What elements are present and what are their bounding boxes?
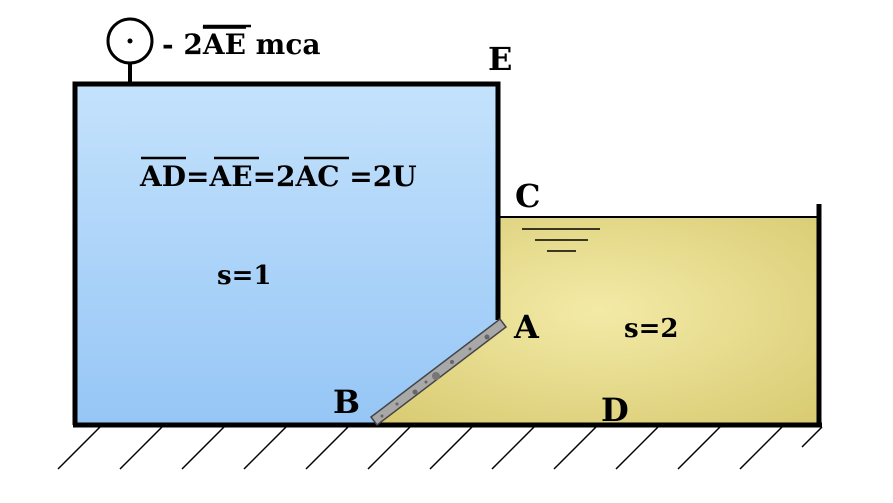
relation-term-ac: AC	[295, 160, 340, 193]
gate-ab	[369, 317, 508, 427]
left-tank-label: s=1	[217, 261, 272, 291]
gauge-reading: - 2AE mca	[162, 28, 321, 61]
point-label-c: C	[515, 177, 540, 215]
ground-hatching	[57, 426, 823, 470]
point-label-a: A	[513, 308, 540, 346]
free-surface-symbol	[522, 228, 600, 252]
point-label-e: E	[488, 40, 512, 78]
right-tank-label: s=2	[624, 314, 679, 344]
point-label-d: D	[601, 391, 629, 429]
relation-term-ad: AD	[139, 160, 186, 193]
gauge-reading-value: - 2	[162, 28, 203, 61]
relation-text: AD=AE=2AC =2U	[139, 160, 417, 193]
point-label-b: B	[333, 383, 360, 421]
left-tank-wall	[72, 81, 501, 425]
gauge-reading-unit: mca	[246, 28, 321, 61]
left-tank-fluid	[75, 84, 498, 425]
tank-walls	[72, 81, 822, 428]
gauge-reading-over: AE	[202, 28, 246, 61]
relation-term-ae: AE	[208, 160, 252, 193]
pressure-gauge	[106, 17, 154, 84]
gauge-center-dot	[127, 38, 133, 44]
